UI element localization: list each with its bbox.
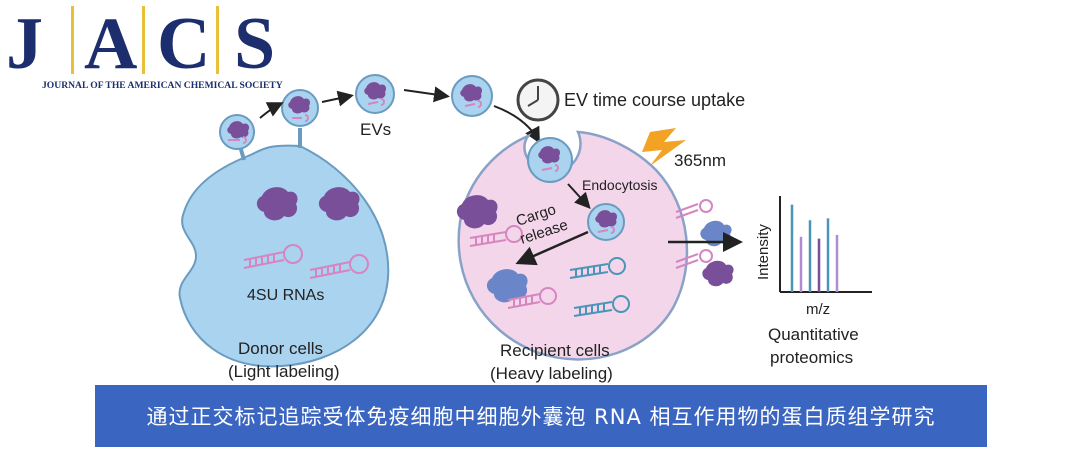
ev-vesicle-2: [451, 75, 493, 117]
arrow-bud1-to-bud2: [259, 102, 284, 119]
logo-letter-a: A: [84, 3, 137, 85]
logo-divider-3: [216, 6, 219, 74]
quant-label-line1: Quantitative: [768, 325, 859, 344]
arrow-bud2-to-ev: [321, 90, 354, 107]
donor-cell: 4SU RNAs: [178, 89, 390, 368]
arrow-ev1-to-ev2: [403, 86, 450, 103]
arrow-cargo-release: [515, 230, 589, 266]
donor-label-line1: Donor cells: [238, 339, 323, 358]
recipient-blue-rna-2: [573, 295, 630, 317]
recipient-label-line1: Recipient cells: [500, 341, 610, 360]
logo-letter-s: S: [234, 3, 275, 85]
donor-label-line2: (Light labeling): [228, 362, 340, 381]
donor-protein-1: [256, 187, 298, 221]
logo-divider-2: [142, 6, 145, 74]
lightning-icon: [642, 128, 686, 166]
wavelength-label: 365nm: [674, 151, 726, 170]
ms-y-label: Intensity: [755, 224, 772, 280]
released-purple-protein: [456, 195, 498, 229]
arrow-endocytosis: [567, 183, 591, 209]
complex-purple: [675, 249, 734, 287]
logo-divider-1: [71, 6, 74, 74]
ms-x-label: m/z: [806, 301, 830, 318]
caption-bar: 通过正交标记追踪受体免疫细胞中细胞外囊泡 RNA 相互作用物的蛋白质组学研究: [95, 385, 987, 447]
recipient-blue-rna-1: [569, 257, 626, 279]
logo-letter-c: C: [157, 3, 210, 85]
caption-text: 通过正交标记追踪受体免疫细胞中细胞外囊泡 RNA 相互作用物的蛋白质组学研究: [146, 405, 936, 429]
endosome-rna: [597, 226, 615, 234]
donor-rna-2: [309, 254, 369, 279]
endosome-protein: [595, 210, 618, 228]
bud-protein-2: [288, 96, 311, 114]
logo-letter-j: J: [6, 3, 43, 85]
released-pink-rna: [469, 225, 523, 247]
bud-protein-1: [227, 121, 250, 139]
invaginating-rna: [541, 164, 559, 172]
rna-label: 4SU RNAs: [247, 287, 324, 304]
bud-rna-1: [228, 136, 247, 144]
donor-rna-1: [243, 244, 303, 269]
recipient-label-line2: (Heavy labeling): [490, 364, 613, 383]
logo-subtitle: JOURNAL OF THE AMERICAN CHEMICAL SOCIETY: [42, 80, 283, 91]
invaginating-protein: [538, 146, 561, 164]
recipient-cell: Endocytosis Cargo release: [456, 130, 689, 361]
endocytosis-label: Endocytosis: [582, 177, 657, 193]
donor-protein-2: [318, 187, 360, 221]
recipient-blue-protein: [486, 269, 528, 303]
time-course-label: EV time course uptake: [564, 90, 745, 110]
recipient-pink-rna: [507, 287, 557, 309]
recipient-cell-body: [457, 130, 689, 361]
bud-rna-2: [292, 114, 309, 122]
ev-vesicle-1: [355, 74, 395, 114]
arrow-ev2-to-recipient: [493, 105, 540, 144]
evs-label: EVs: [360, 120, 391, 139]
ms-spectrum-chart: Intensity m/z: [755, 196, 872, 318]
jacs-logo: J A C S JOURNAL OF THE AMERICAN CHEMICAL…: [6, 3, 283, 91]
quant-label-line2: proteomics: [770, 348, 853, 367]
clock-icon: [516, 78, 560, 122]
